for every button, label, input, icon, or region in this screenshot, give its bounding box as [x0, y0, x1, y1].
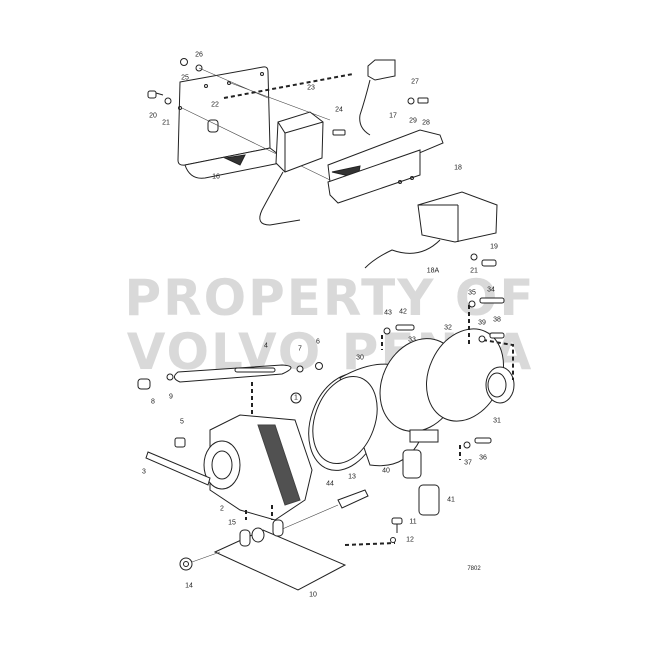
part-label-21: 21 [162, 119, 170, 127]
part-label-10: 10 [309, 591, 317, 599]
part-label-35: 35 [468, 289, 476, 297]
part-label-38: 38 [493, 316, 501, 324]
part-label-22: 22 [211, 101, 219, 109]
part-label-43: 43 [384, 309, 392, 317]
watermark-line-1: PROPERTY OF [124, 269, 536, 327]
part-label-20: 20 [149, 112, 157, 120]
part-label-19: 19 [490, 243, 498, 251]
part-label-34: 34 [487, 286, 495, 294]
relay-27 [359, 59, 429, 136]
part-label-13: 13 [348, 473, 356, 481]
cover-17 [327, 129, 444, 204]
part-label-23: 23 [307, 84, 315, 92]
alternator-1 [145, 414, 313, 521]
part-label-8: 8 [151, 398, 155, 406]
plate-10 [213, 519, 396, 591]
part-label-26: 26 [195, 51, 203, 59]
nut-14 [179, 551, 221, 571]
part-label-18a: 18A [426, 267, 440, 275]
strap-4 [137, 362, 323, 420]
part-label-7: 7 [298, 345, 302, 353]
part-label-15: 15 [228, 519, 236, 527]
part-label-33: 33 [408, 336, 416, 344]
part-label-21b: 21 [470, 267, 478, 275]
part-label-17: 17 [389, 112, 397, 120]
part-label-6: 6 [316, 338, 320, 346]
bolt-13 [279, 489, 369, 531]
cap-31 [485, 366, 515, 404]
part-label-42: 42 [399, 308, 407, 316]
part-label-37: 37 [464, 459, 472, 467]
part-label-2: 2 [220, 505, 224, 513]
part-label-32: 32 [444, 324, 452, 332]
part-label-1: 1 [290, 392, 302, 404]
part-label-4: 4 [264, 342, 268, 350]
bushings-40-41 [402, 449, 440, 516]
coil-23 [259, 111, 346, 226]
part-label-40: 40 [382, 467, 390, 475]
bolts-right [383, 297, 505, 449]
part-label-16: 16 [212, 173, 220, 181]
part-label-31: 31 [493, 417, 501, 425]
part-label-5: 5 [180, 418, 184, 426]
bolt-11-12 [390, 517, 403, 543]
part-label-36: 36 [479, 454, 487, 462]
part-label-27: 27 [411, 78, 419, 86]
part-label-39: 39 [478, 319, 486, 327]
part-label-25: 25 [181, 74, 189, 82]
part-label-24: 24 [335, 106, 343, 114]
drawing-number: 7802 [467, 566, 481, 572]
part-label-9: 9 [169, 393, 173, 401]
part-label-30: 30 [356, 354, 364, 362]
bolts-top-left [147, 58, 331, 181]
bracket-16 [177, 66, 285, 179]
part-label-3: 3 [142, 468, 146, 476]
part-label-11: 11 [409, 518, 417, 526]
part-label-18: 18 [454, 164, 462, 172]
part-label-12: 12 [406, 536, 414, 544]
part-label-29: 29 [409, 117, 417, 125]
part-label-14: 14 [185, 582, 193, 590]
part-label-41: 41 [447, 496, 455, 504]
part-label-44: 44 [326, 480, 334, 488]
part-label-28: 28 [422, 119, 430, 127]
regulator-18 [364, 191, 498, 269]
